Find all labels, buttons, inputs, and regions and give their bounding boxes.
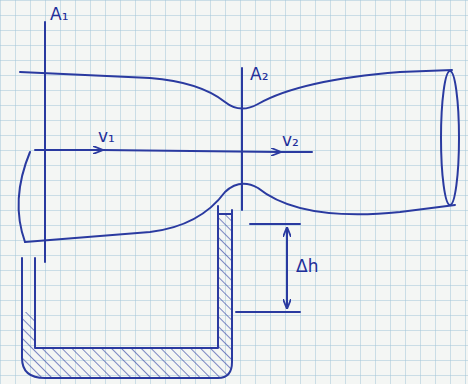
section-line: [44, 22, 46, 262]
tube-end: [19, 152, 30, 242]
section-label: A₂: [250, 66, 268, 83]
fluid-level: [218, 213, 232, 215]
manometer-fluid: [22, 214, 232, 378]
dimension-arrow: [286, 270, 288, 308]
velocity-label: v₂: [282, 132, 299, 149]
dimension-tick: [250, 223, 300, 225]
dimension-tick: [236, 311, 300, 313]
section-line: [241, 68, 243, 210]
streamline: [280, 151, 312, 153]
velocity-label: v₁: [98, 128, 115, 145]
velocity-arrow: [35, 149, 102, 151]
tube-wall: [20, 70, 452, 109]
dimension-label: Δh: [296, 258, 318, 275]
velocity-arrow: [102, 150, 280, 152]
dimension-arrow: [286, 228, 288, 270]
section-label: A₁: [50, 6, 68, 23]
manometer-tube: [22, 210, 232, 378]
tube-end: [441, 71, 459, 205]
manometer-tube: [35, 206, 218, 348]
tube-wall: [25, 184, 455, 242]
